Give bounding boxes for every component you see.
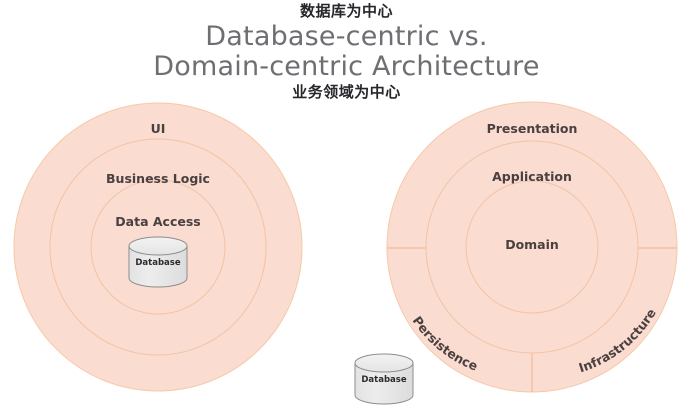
cylinder-top	[354, 353, 414, 373]
right-layer-label-presentation: Presentation	[487, 121, 578, 136]
cylinder-body	[128, 245, 188, 288]
left-layer-label-business-logic: Business Logic	[106, 171, 210, 186]
left-diagram-group: UI Business Logic Data Access Database	[13, 102, 303, 392]
left-database-label: Database	[135, 258, 180, 268]
external-database-cylinder: Database	[354, 353, 414, 405]
external-database-label: Database	[361, 375, 406, 385]
right-ring-domain	[465, 180, 599, 314]
left-database-cylinder: Database	[128, 236, 188, 288]
right-layer-label-application: Application	[492, 169, 572, 184]
cylinder-top	[128, 236, 188, 256]
right-diagram-group: Presentation Application Domain Persiste…	[386, 101, 678, 393]
left-layer-label-data-access: Data Access	[115, 214, 200, 229]
left-layer-label-ui: UI	[151, 121, 166, 136]
right-layer-label-domain: Domain	[505, 237, 559, 252]
cylinder-body	[354, 362, 414, 405]
